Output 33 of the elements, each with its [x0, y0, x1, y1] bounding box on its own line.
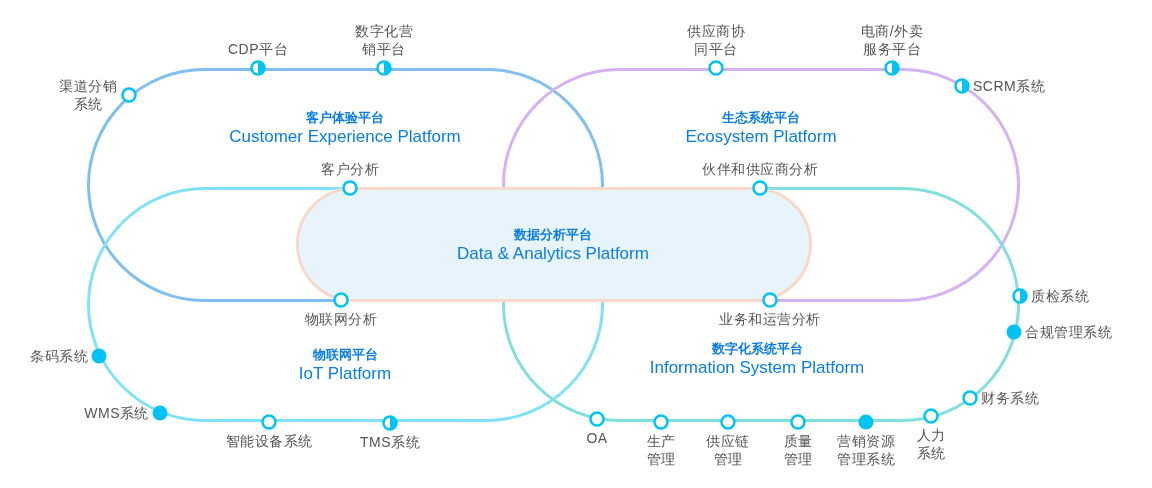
system-label: 质检系统 [1031, 287, 1089, 305]
system-label: 物联网分析 [304, 310, 378, 328]
system-label: 电商/外卖服务平台 [860, 22, 924, 58]
system-label: 供应商协同平台 [686, 22, 746, 58]
system-label: 人力系统 [915, 426, 947, 462]
system-label: 业务和运营分析 [719, 310, 821, 328]
system-label: SCRM系统 [973, 77, 1046, 95]
system-label: CDP平台 [227, 40, 289, 58]
platform-title: Information System Platform [649, 357, 865, 378]
system-label: 营销资源管理系统 [836, 432, 896, 468]
platform-title: IoT Platform [298, 363, 392, 384]
system-label: 伙伴和供应商分析 [702, 160, 818, 178]
system-label: 渠道分销系统 [58, 77, 118, 113]
platform-title: 数字化系统平台 [710, 340, 804, 357]
platform-title: Customer Experience Platform [229, 126, 461, 147]
system-label: 财务系统 [981, 389, 1039, 407]
system-label: 客户分析 [321, 160, 379, 178]
system-label: 供应链管理 [705, 432, 751, 468]
system-label: 质量管理 [782, 432, 814, 468]
system-label: OA [586, 429, 608, 447]
platform-title: Data & Analytics Platform [457, 243, 649, 264]
platform-title: Ecosystem Platform [685, 126, 837, 147]
system-label: 智能设备系统 [225, 432, 313, 450]
system-label: 数字化营销平台 [354, 22, 414, 58]
platform-title: 物联网平台 [311, 346, 379, 363]
system-label: WMS系统 [84, 404, 149, 422]
platform-title: 数据分析平台 [513, 226, 593, 243]
system-label: TMS系统 [359, 433, 421, 451]
system-label: 生产管理 [645, 432, 677, 468]
system-label: 条码系统 [30, 347, 88, 365]
platform-title: 客户体验平台 [305, 109, 385, 126]
system-label: 合规管理系统 [1025, 323, 1112, 341]
platform-title: 生态系统平台 [721, 109, 801, 126]
